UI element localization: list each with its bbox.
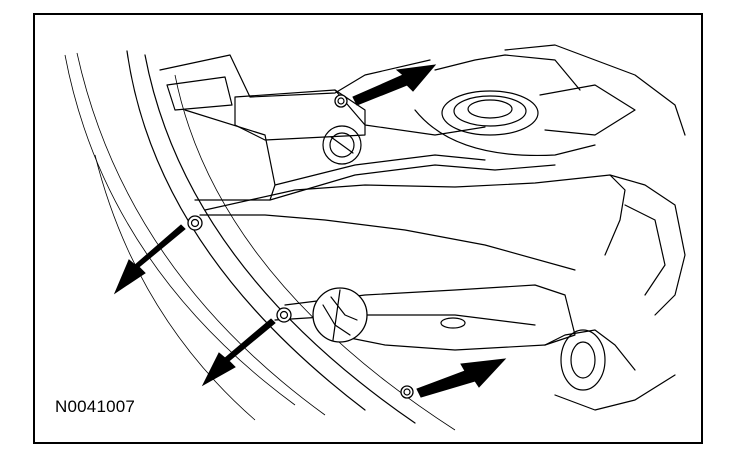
lower-fastener [400,385,414,399]
callout-arrows [113,64,507,398]
right-components [544,174,686,411]
lower-arrow [416,358,507,398]
upper-fastener [334,94,348,108]
middle-arrow [201,318,276,387]
left-arrow [113,224,186,295]
grommet [322,125,362,165]
figure-frame: N0041007 [33,13,703,444]
figure-id-label: N0041007 [55,397,136,416]
left-fastener [187,215,203,231]
fasteners [187,94,414,399]
line-drawing [64,44,686,431]
strut-tower [414,44,686,157]
upper-structure [159,54,556,201]
wheel-arch-lines [64,50,456,431]
splash-shield [199,174,626,351]
middle-fastener [276,307,292,323]
upper-arrow [352,64,437,106]
detail-circle [312,287,368,343]
